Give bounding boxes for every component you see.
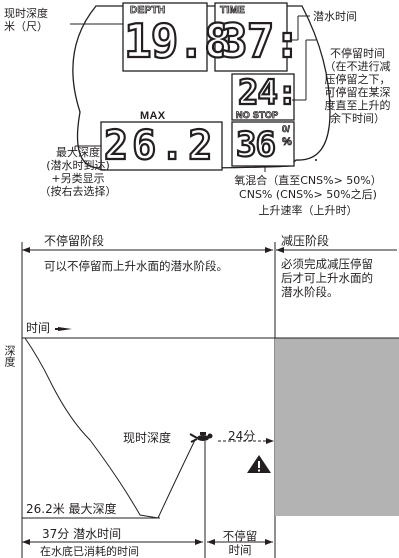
nostop-phase-title: 不停留阶段 [44,234,105,248]
dive-time-label: 37分 潜水时间 [42,527,122,541]
dive-profile-diagram [21,242,399,558]
nostop-label: NO STOP [236,110,279,121]
nostop-value: 24: [237,73,299,113]
max-label: MAX [140,110,166,122]
time-axis-label: 时间 [26,321,51,335]
callout-max-depth: 最大深度(潜水时到达) +另类显示（按右去选择） [39,146,117,198]
depth-label: DEPTH [130,5,166,17]
o2-small-indicator: 0/ [282,124,291,135]
nostop-time-label: 不停留 时间 [222,529,258,557]
max-value: 26.2 [103,123,217,169]
o2-value: 36 [235,125,277,165]
callout-no-stop: 不停留时间（在不进行减 压停留之下，可停留在某深 度直至上升的余下时间） [324,47,391,125]
callout-dive-time: 潜水时间 [313,10,357,23]
depth-value: 19.8 [123,14,233,68]
diver-icon [189,432,213,443]
callout-oxygen: 氧混合（直至CNS%> 50%）CNS% (CNS%> 50%之后) 上升速率（… [234,174,382,217]
current-depth-label: 现时深度 [123,431,172,445]
deco-phase-title: 减压阶段 [281,234,330,248]
callout-current-depth: 现时深度米（尺） [4,7,48,33]
max-depth-label: 26.2米 最大深度 [26,502,117,516]
depth-axis-label: 深度 [3,345,16,367]
dive-computer-display [70,2,331,172]
deco-phase-desc: 必须完成减压停留 后才可上升水面的 潜水阶段。 [281,257,373,299]
time-label: TIME [220,5,246,17]
warning-icon [247,455,271,473]
o2-percent-sign: % [282,136,293,149]
dive-time-sub: 在水底已消耗的时间 [40,545,139,558]
nostop-phase-desc: 可以不停留而上升水面的潜水阶段。 [44,259,228,273]
time-value: 37: [219,14,302,68]
nostop-minutes-label: 24分 [228,429,256,443]
